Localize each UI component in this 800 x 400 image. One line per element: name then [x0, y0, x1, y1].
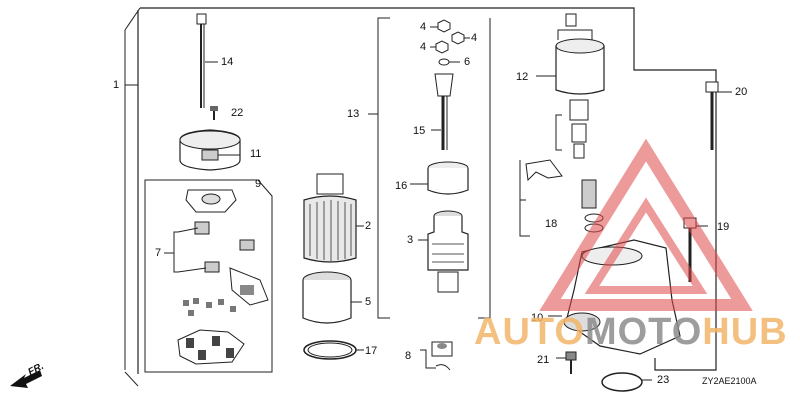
- watermark-triangle: [539, 138, 753, 311]
- watermark-part-moto: MOTO: [584, 311, 703, 353]
- screw-21: [556, 351, 577, 374]
- drive-assembly-bracket: [377, 17, 390, 319]
- ring-17: [303, 340, 364, 360]
- label-11: 11: [250, 148, 262, 160]
- label-21: 21: [537, 354, 550, 366]
- label-5: 5: [365, 296, 372, 308]
- diagram-code: ZY2AE2100A: [702, 376, 757, 386]
- shaft-15: [431, 73, 454, 150]
- yoke-5: [302, 271, 362, 324]
- watermark-part-hub: HUB: [702, 311, 788, 353]
- nuts-4: [430, 19, 470, 54]
- label-10: 10: [531, 312, 544, 324]
- label-4c: 4: [420, 41, 427, 53]
- lever-18: [519, 159, 604, 237]
- label-7: 7: [155, 247, 162, 259]
- label-18: 18: [545, 218, 558, 230]
- label-22: 22: [231, 107, 244, 119]
- through-bolt-14: [196, 13, 218, 108]
- frame-right-edge: [633, 22, 717, 120]
- label-8: 8: [405, 350, 412, 362]
- label-23: 23: [657, 374, 670, 386]
- screw-22: [210, 106, 218, 120]
- solenoid-12: [536, 13, 605, 159]
- label-17: 17: [365, 345, 378, 357]
- brush-holder-box: [144, 179, 273, 373]
- front-arrow-icon: [10, 370, 42, 388]
- label-16: 16: [395, 180, 408, 192]
- clutch-3: [418, 210, 469, 293]
- label-4b: 4: [471, 32, 478, 44]
- bearing-16: [410, 161, 469, 195]
- label-1: 1: [113, 79, 120, 91]
- collar-8: [420, 341, 453, 371]
- label-2: 2: [365, 220, 372, 232]
- label-13: 13: [347, 108, 360, 120]
- label-9: 9: [255, 178, 262, 190]
- brush-plate-parts: [177, 189, 269, 365]
- label-14: 14: [221, 56, 234, 68]
- watermark-part-auto: AUTO: [474, 311, 585, 353]
- watermark-text: AUTOMOTOHUB: [474, 312, 788, 352]
- label-3: 3: [407, 234, 414, 246]
- label-4a: 4: [420, 21, 427, 33]
- bolt-20: [705, 81, 732, 150]
- clip-6: [438, 58, 460, 66]
- assembly-frame: [137, 7, 717, 374]
- label-12: 12: [516, 71, 529, 83]
- label-6: 6: [464, 56, 471, 68]
- label-20: 20: [735, 86, 748, 98]
- end-cover-11: [179, 129, 241, 171]
- label-19: 19: [717, 221, 730, 233]
- o-ring-23: [601, 372, 652, 392]
- armature-2: [303, 173, 364, 263]
- label-15: 15: [413, 125, 426, 137]
